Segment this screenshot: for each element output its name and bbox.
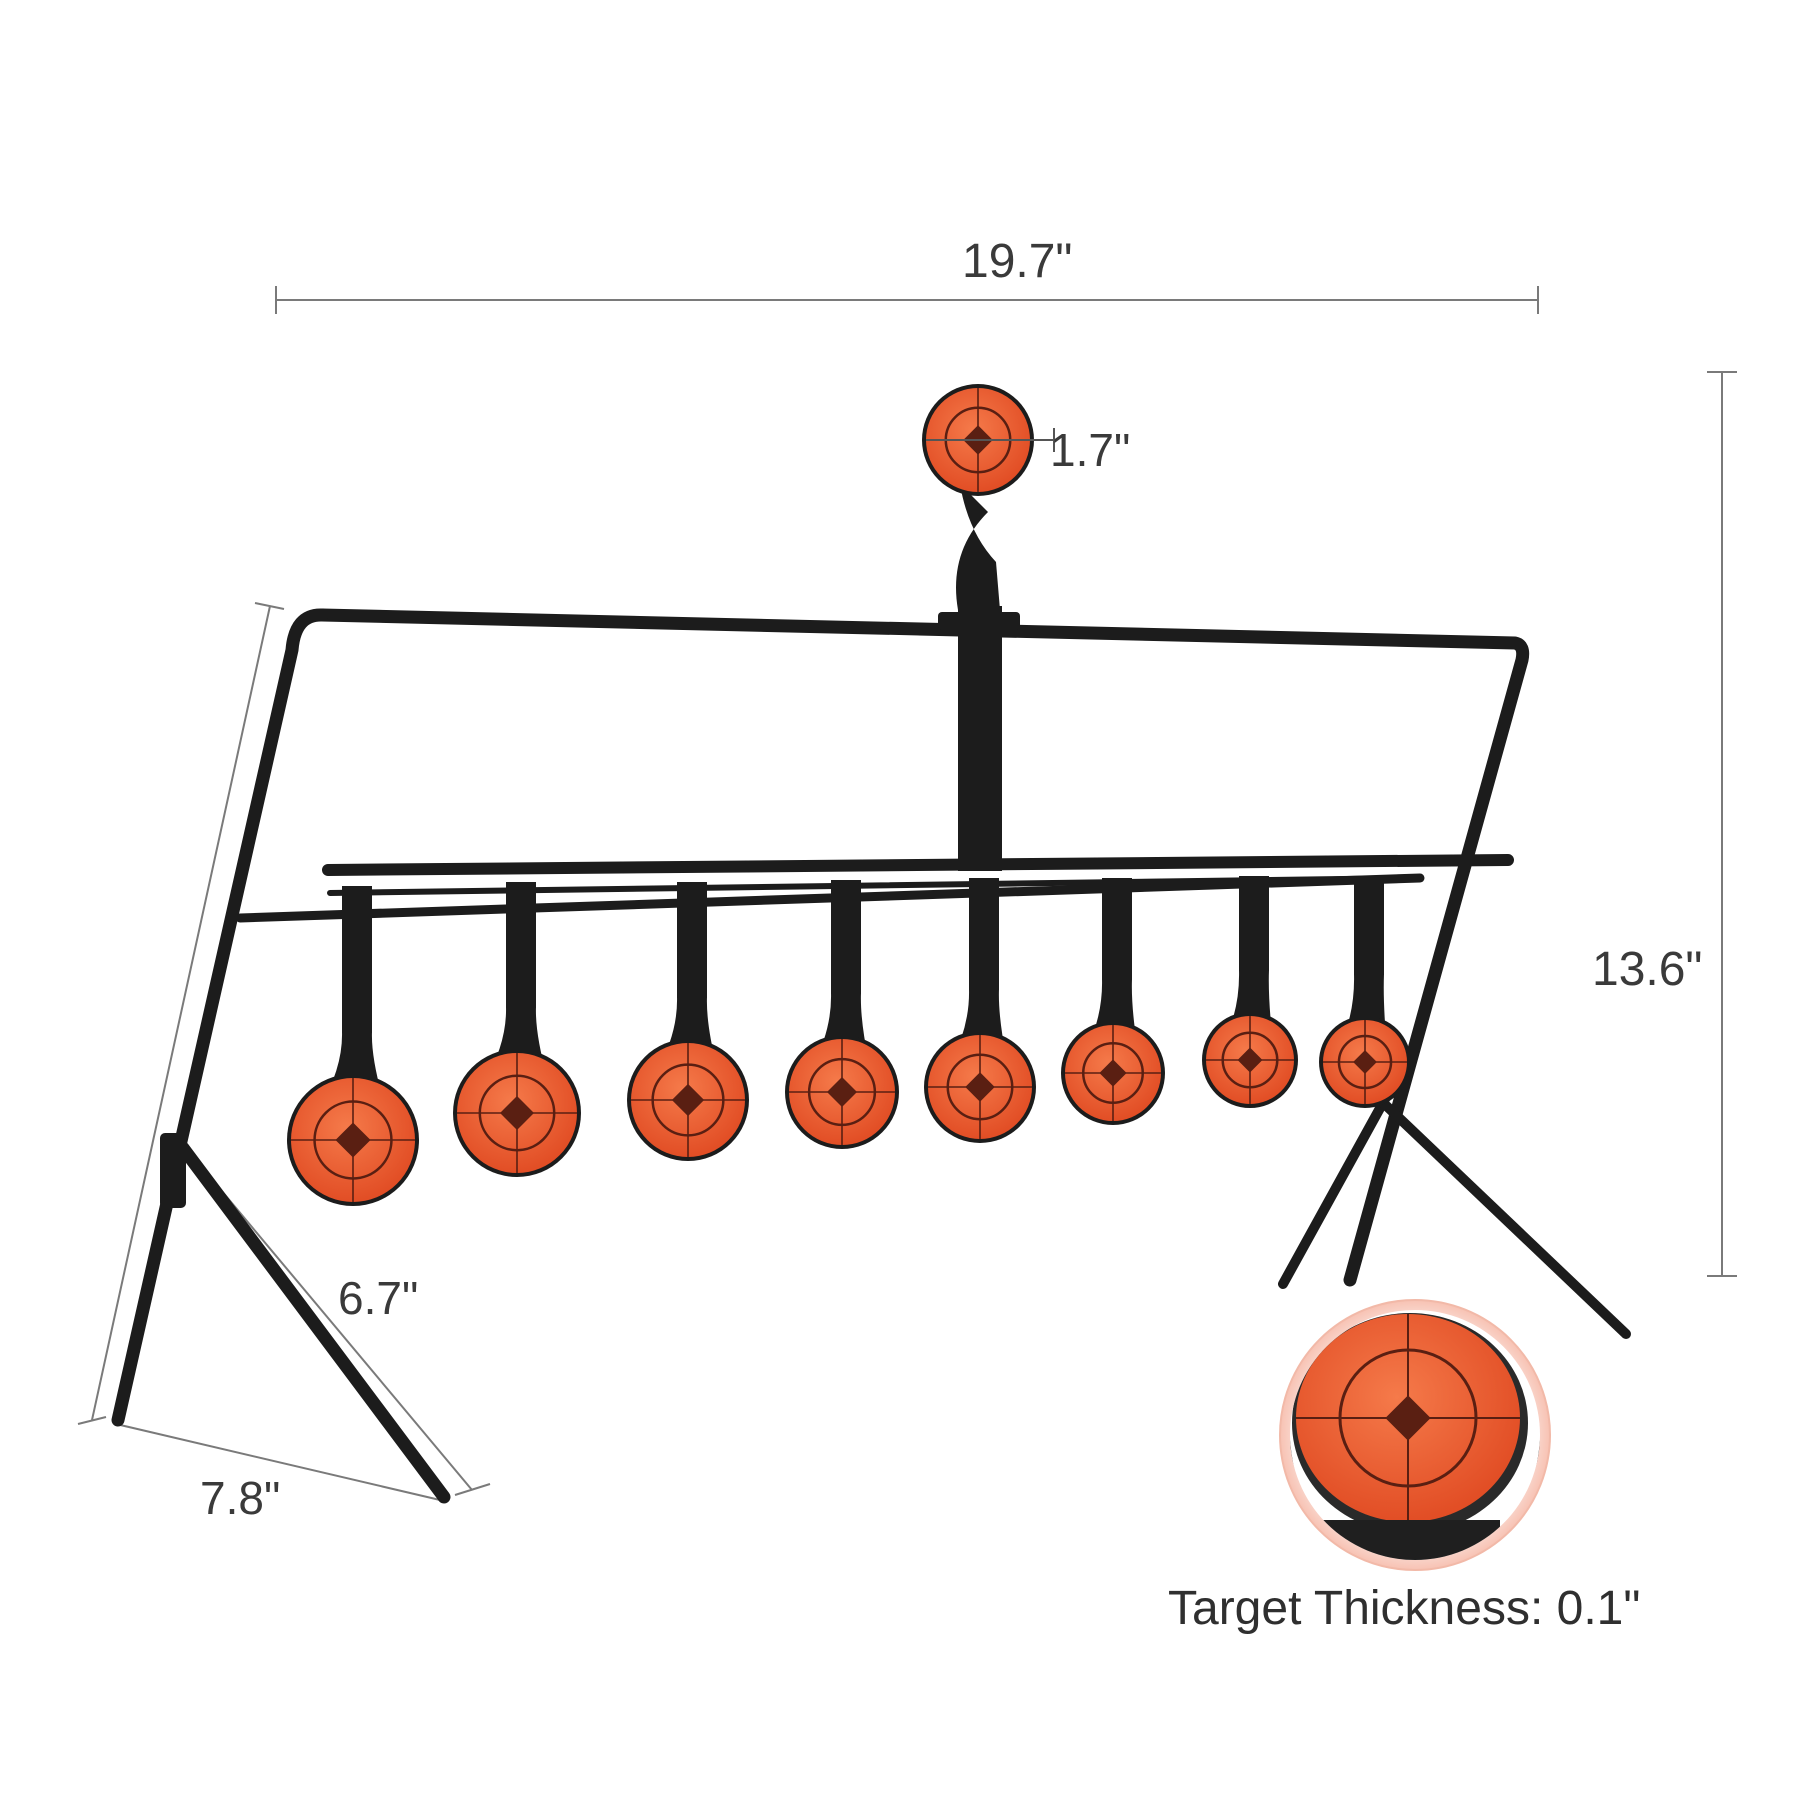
dimension-lines xyxy=(77,286,1737,1501)
target-plate xyxy=(453,882,581,1177)
hanger-tab xyxy=(1354,876,1384,975)
target-plate xyxy=(287,886,419,1206)
width-dimension-label: 19.7" xyxy=(962,235,1073,288)
hanger-tab xyxy=(831,880,861,994)
target-plates xyxy=(287,384,1411,1206)
steel-frame xyxy=(111,606,1631,1504)
bullseye-diamond xyxy=(965,1072,995,1102)
hanger-tab xyxy=(969,878,999,990)
leg-length-label: 6.7" xyxy=(338,1272,419,1324)
bullseye-diamond xyxy=(1353,1050,1377,1074)
target-plate xyxy=(785,880,899,1149)
plate-diameter-line xyxy=(926,428,1055,452)
target-plate xyxy=(922,384,1034,610)
height-dimension-label: 13.6" xyxy=(1592,943,1703,996)
bullseye-diamond xyxy=(500,1096,534,1130)
hanger-tab xyxy=(342,886,372,1033)
bullseye-diamond xyxy=(1237,1047,1263,1073)
bullseye-diamond xyxy=(1099,1059,1127,1087)
hanger-tab xyxy=(677,882,707,998)
target-plate xyxy=(924,878,1036,1143)
target-thickness-label: Target Thickness: 0.1" xyxy=(1168,1582,1641,1635)
hanger-tab xyxy=(1102,878,1132,980)
base-depth-label: 7.8" xyxy=(200,1472,281,1524)
thickness-detail-inset xyxy=(1279,1299,1551,1571)
hanger-tab xyxy=(1239,876,1269,971)
plate-diameter-label: 1.7" xyxy=(1050,424,1131,476)
spring-neck xyxy=(956,484,1000,610)
target-plate xyxy=(1202,876,1298,1108)
hanger-tab xyxy=(506,882,536,1008)
target-plate xyxy=(1319,876,1411,1108)
target-plate xyxy=(627,882,749,1161)
target-plate xyxy=(1061,878,1165,1125)
